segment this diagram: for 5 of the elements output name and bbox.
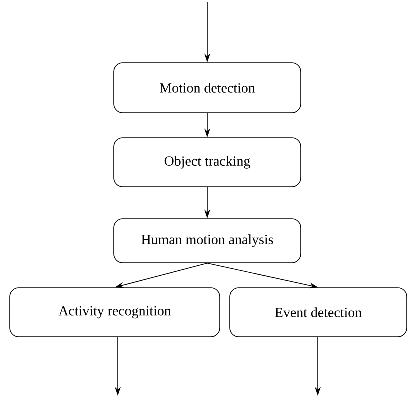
process-box: Motion detection — [114, 62, 302, 114]
process-box: Human motion analysis — [114, 218, 302, 264]
process-box: Activity recognition — [10, 288, 220, 338]
process-box: Event detection — [230, 288, 408, 338]
process-box: Object tracking — [114, 138, 302, 188]
